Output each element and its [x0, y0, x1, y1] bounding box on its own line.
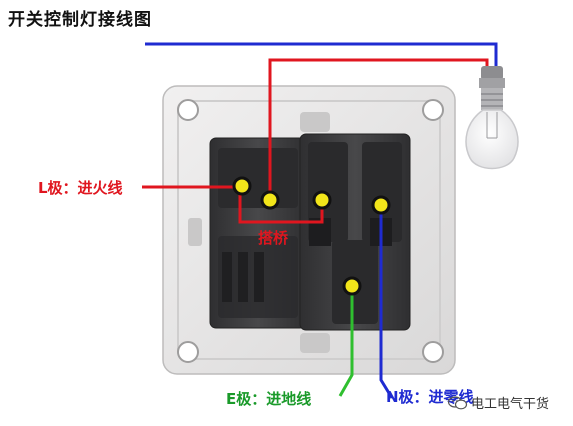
screw-hole-bottom-right — [422, 341, 444, 363]
screw-hole-top-right — [422, 99, 444, 121]
lamp-bulb-icon — [465, 66, 519, 170]
diagram-title: 开关控制灯接线图 — [8, 10, 152, 30]
socket-module — [299, 133, 411, 331]
earth-terminal-label: E极：进地线 — [226, 390, 312, 408]
screw-hole-top-left — [177, 99, 199, 121]
screw-hole-bottom-left — [177, 341, 199, 363]
live-terminal-label: L极：进火线 — [38, 179, 123, 197]
watermark: 电工电气干货 — [448, 393, 549, 412]
neutral-wire — [145, 42, 498, 399]
earth-wire — [338, 286, 354, 397]
terminal-screws — [232, 176, 391, 296]
bridge-label: 搭桥 — [258, 229, 289, 247]
wechat-icon — [448, 395, 468, 409]
neutral-terminal-label: N极：进零线 — [386, 388, 474, 406]
watermark-text: 电工电气干货 — [471, 397, 550, 412]
live-wire — [142, 58, 489, 224]
